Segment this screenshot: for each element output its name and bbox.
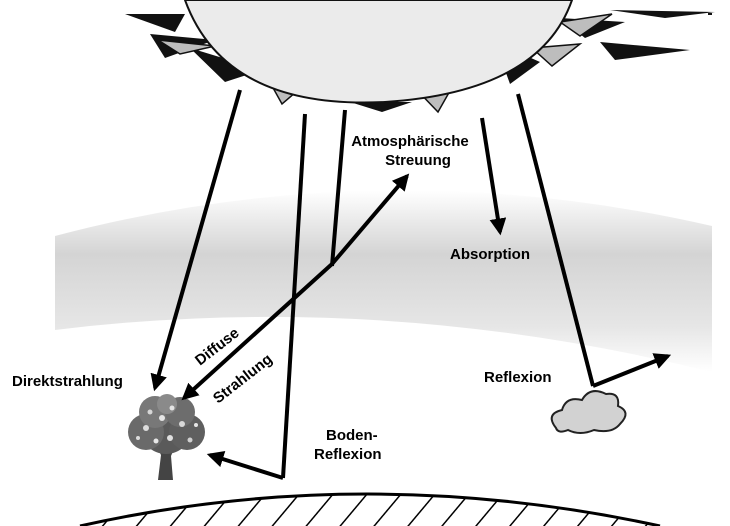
label-direct-radiation: Direktstrahlung [12,373,123,390]
tree [128,394,205,480]
label-atmospheric-scattering-1: Atmosphärische [351,133,469,150]
direct-radiation-arrow [150,89,242,392]
label-absorption: Absorption [450,246,530,263]
scatter-incoming-line [330,109,347,267]
reflection-arrow [592,353,672,388]
absorption-arrow [480,117,507,236]
label-diffuse-2: Strahlung [210,351,276,407]
ground [79,492,661,526]
reflection-incoming-line [516,93,595,387]
sun [125,0,715,114]
cloud [550,390,627,434]
atmosphere-band [55,190,712,372]
label-ground-reflection-1: Boden- [326,427,378,444]
label-reflection: Reflexion [484,369,552,386]
label-diffuse-1: Diffuse [192,324,243,369]
label-ground-reflection-2: Reflexion [314,446,382,463]
label-atmospheric-scattering-2: Streuung [385,152,451,169]
atmospheric-scattering-arrow [330,173,410,266]
radiation-arrows [150,89,672,480]
ground-reflection-arrow [206,451,284,480]
diffuse-radiation-arrow [181,262,334,401]
